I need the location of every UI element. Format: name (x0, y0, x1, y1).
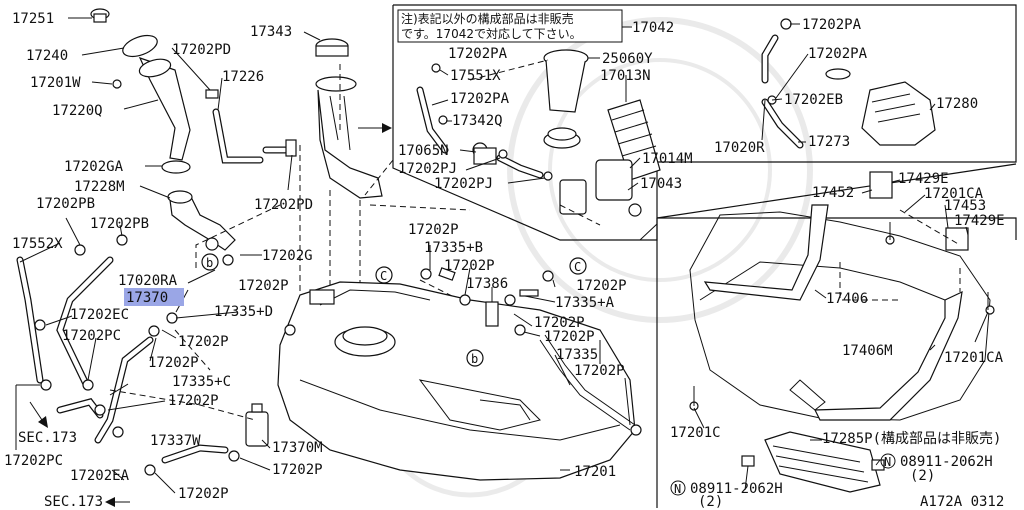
label-17202pa-inset-b: 17202PA (450, 91, 510, 107)
label-17065n: 17065N (398, 143, 449, 159)
label-17202pc-lower: 17202PC (4, 453, 63, 469)
callout-labels: 17251 17240 17202PD 17201W 17226 17220Q … (4, 11, 1005, 510)
label-17335: 17335 (556, 347, 598, 363)
fuel-gauge-top-group (315, 38, 383, 199)
label-17202p-i: 17202P (576, 278, 627, 294)
label-17280: 17280 (936, 96, 978, 112)
label-n-right: N (884, 455, 891, 469)
label-17285p: 17285P(構成部品は非販売) (822, 431, 1001, 447)
label-17202pb-right: 17202PB (90, 216, 149, 232)
label-17202p-f: 17202P (178, 486, 229, 502)
label-17335a: 17335+A (555, 295, 615, 311)
label-17201c: 17201C (670, 425, 721, 441)
label-17202p-l: 17202P (574, 363, 625, 379)
label-25060y: 25060Y (602, 51, 653, 67)
pump-module-inset (416, 49, 661, 217)
label-qty-right: (2) (910, 468, 935, 484)
label-17020r: 17020R (714, 140, 765, 156)
inset-note-line2: です。17042で対応して下さい。 (401, 27, 582, 41)
label-17240: 17240 (26, 48, 68, 64)
label-17202pj-a: 17202PJ (398, 161, 457, 177)
label-17228m: 17228M (74, 179, 125, 195)
label-17452: 17452 (812, 185, 854, 201)
label-17202p-h: 17202P (444, 258, 495, 274)
label-17220q: 17220Q (52, 103, 103, 119)
label-17202p-c: 17202P (148, 355, 199, 371)
label-17202pa-r-a: 17202PA (802, 17, 862, 33)
label-17551x: 17551X (450, 68, 501, 84)
label-17014m: 17014M (642, 151, 693, 167)
label-17042: 17042 (632, 20, 674, 36)
canister-inset (761, 18, 936, 149)
label-17202p-j: 17202P (534, 315, 585, 331)
label-17342q: 17342Q (452, 113, 503, 129)
marker-b-right: b (471, 352, 478, 366)
label-17202g: 17202G (262, 248, 313, 264)
label-17226: 17226 (222, 69, 264, 85)
label-17202p-d: 17202P (168, 393, 219, 409)
diagram-code: A172A 0312 (920, 494, 1004, 510)
label-17202pd-mid: 17202PD (254, 197, 313, 213)
label-17202p-k: 17202P (544, 329, 595, 345)
label-n-left: N (674, 482, 681, 496)
label-17552x: 17552X (12, 236, 63, 252)
label-17273: 17273 (808, 134, 850, 150)
tank-hoses (420, 267, 642, 436)
label-17202p-b: 17202P (178, 334, 229, 350)
label-17201ca-a: 17201CA (924, 186, 984, 202)
filler-cap-group (90, 8, 297, 164)
label-17202eb: 17202EB (784, 92, 843, 108)
label-17202pj-b: 17202PJ (434, 176, 493, 192)
label-17386: 17386 (466, 276, 508, 292)
label-17370m: 17370M (272, 440, 323, 456)
marker-b-left: b (206, 256, 213, 270)
label-17202ea: 17202EA (70, 468, 130, 484)
label-17202pa-r-b: 17202PA (808, 46, 868, 62)
label-17202p-e: 17202P (272, 462, 323, 478)
label-17453: 17453 (944, 198, 986, 214)
label-08911-left: 08911-2062H (690, 481, 783, 497)
label-17013n: 17013N (600, 68, 651, 84)
label-17020ra: 17020RA (118, 273, 178, 289)
label-17043: 17043 (640, 176, 682, 192)
label-qty-left: (2) (698, 494, 723, 510)
label-17202pb-left: 17202PB (36, 196, 95, 212)
label-17406: 17406 (826, 291, 868, 307)
marker-c-left: C (380, 269, 387, 283)
inset-note-line1: 注)表記以外の構成部品は非販売 (401, 11, 574, 26)
label-17337w: 17337W (150, 433, 201, 449)
label-17201ca-b: 17201CA (944, 350, 1004, 366)
tank-straps-inset (689, 171, 995, 493)
label-17202ec: 17202EC (70, 307, 129, 323)
inset-frame-right (656, 163, 1017, 508)
label-08911-right: 08911-2062H (900, 454, 993, 470)
label-17335b: 17335+B (424, 240, 483, 256)
label-17202pd-top: 17202PD (172, 42, 231, 58)
label-sec173-lower: SEC.173 (44, 494, 103, 510)
marker-c-right: C (574, 260, 581, 274)
label-17370-highlighted: 17370 (126, 290, 168, 306)
label-17429e-b: 17429E (954, 213, 1005, 229)
label-17202p-a: 17202P (238, 278, 289, 294)
label-17406m: 17406M (842, 343, 893, 359)
label-17202pa-inset-a: 17202PA (448, 46, 508, 62)
label-17202ga: 17202GA (64, 159, 124, 175)
label-17202p-g: 17202P (408, 222, 459, 238)
fuel-tank (277, 281, 636, 481)
label-17251: 17251 (12, 11, 54, 27)
label-17335c: 17335+C (172, 374, 231, 390)
inset-note-box (397, 9, 623, 43)
label-sec173-upper: SEC.173 (18, 430, 77, 446)
highlight-17370 (124, 288, 184, 306)
label-17201: 17201 (574, 464, 616, 480)
label-17335d: 17335+D (214, 304, 273, 320)
label-17202pc-upper: 17202PC (62, 328, 121, 344)
label-17201w: 17201W (30, 75, 81, 91)
label-17429e-a: 17429E (898, 171, 949, 187)
label-17343: 17343 (250, 24, 292, 40)
